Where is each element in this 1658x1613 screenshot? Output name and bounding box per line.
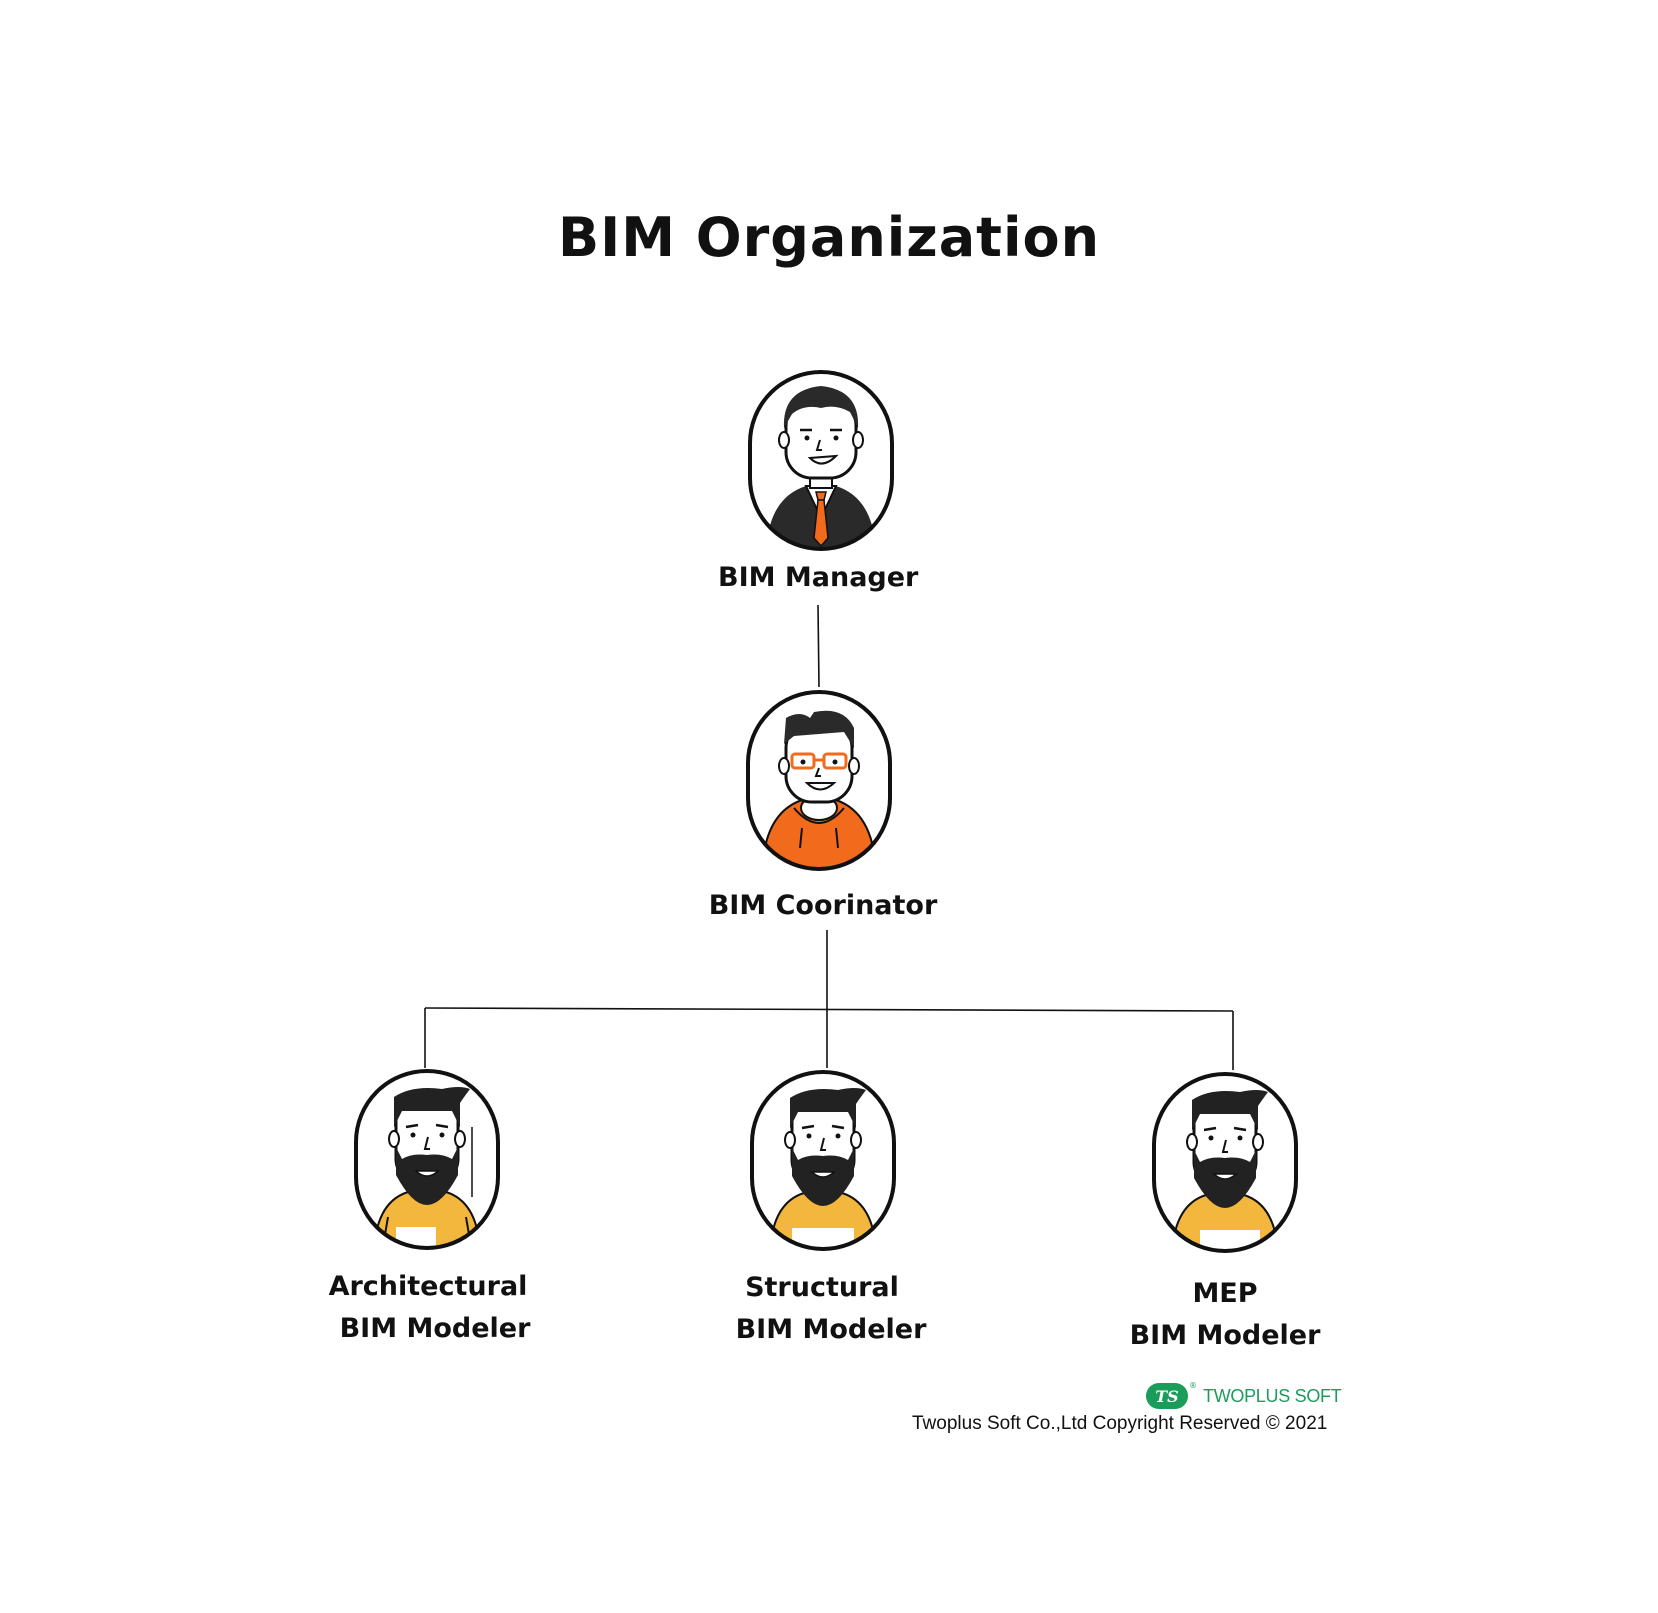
copyright-text: Twoplus Soft Co.,Ltd Copyright Reserved … <box>912 1413 1328 1434</box>
node-label-line1: Structural <box>745 1272 899 1303</box>
node-label-line1: Architectural <box>328 1271 528 1302</box>
bearded-man-avatar-icon <box>750 1070 896 1251</box>
node-label-line1: MEP <box>1192 1278 1258 1309</box>
registered-mark-icon: ® <box>1189 1381 1197 1390</box>
edge-branch-bar <box>424 1007 1234 1012</box>
edge-manager-coordinator <box>817 604 820 688</box>
chart-title: BIM Organization <box>557 206 1101 269</box>
node-label-line2: BIM Modeler <box>339 1313 531 1344</box>
node-label: BIM Manager <box>718 562 919 593</box>
node-label-line2: BIM Modeler <box>1129 1320 1321 1351</box>
bearded-man-avatar-icon <box>1152 1072 1298 1253</box>
node-label-line2: BIM Modeler <box>735 1314 927 1345</box>
businessman-avatar-icon <box>748 370 894 551</box>
node-label: BIM Coorinator <box>708 890 938 921</box>
glasses-hoodie-avatar-icon <box>746 690 892 871</box>
brand-name: TWOPLUS SOFT <box>1203 1385 1342 1406</box>
bearded-man-avatar-icon <box>354 1069 500 1250</box>
company-logo: TS ® TWOPLUS SOFT <box>1146 1381 1342 1411</box>
ts-badge-icon: TS <box>1146 1383 1188 1409</box>
